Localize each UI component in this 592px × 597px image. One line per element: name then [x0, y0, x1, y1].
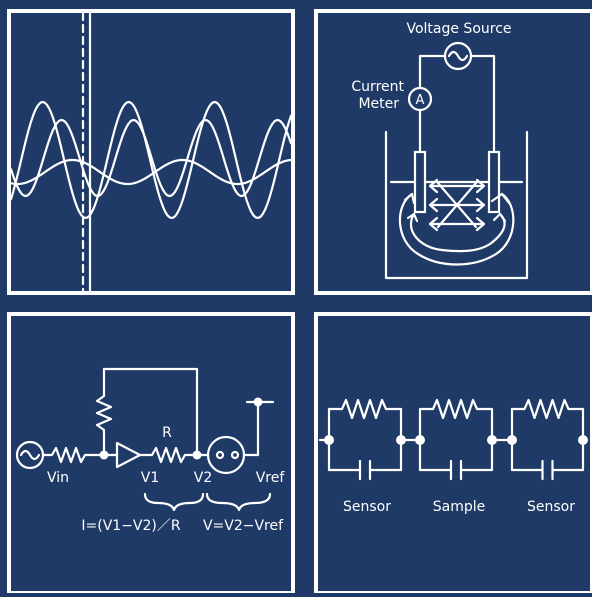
voltage-brace [205, 492, 272, 512]
reference-node [253, 397, 263, 407]
left-electrode [413, 150, 427, 214]
reference-lead [242, 400, 275, 457]
rc-cell-1 [327, 398, 403, 481]
sense-resistor [138, 446, 199, 464]
sensor-left-label: Sensor [343, 499, 391, 515]
right-top-wire [469, 54, 496, 154]
sensor-right-label: Sensor [527, 499, 575, 515]
ac-source-sine-icon [447, 50, 469, 62]
feedback-resistor-loop [95, 367, 199, 457]
sample-label: Sample [433, 499, 486, 515]
rc-cell-3 [510, 398, 585, 481]
waveform-trace-b [9, 118, 293, 198]
field-curve-arrows [398, 192, 515, 266]
v2-label: V2 [194, 470, 212, 486]
ion-flow-arrows [428, 178, 486, 232]
right-electrode [487, 150, 501, 214]
current-meter-label-line2: Meter [358, 96, 399, 112]
waveform-panel [7, 9, 295, 295]
vin-label: Vin [47, 470, 69, 486]
network-panel-frame [314, 312, 592, 595]
current-meter-label-line1: Current [351, 79, 404, 95]
ac-source-icon [443, 41, 473, 71]
beaker-outline [384, 130, 529, 280]
current-brace [143, 492, 205, 512]
electrochem-panel-frame [314, 9, 592, 295]
left-top-wire [418, 54, 447, 154]
device-terminal-left [215, 450, 225, 460]
v1-label: V1 [141, 470, 159, 486]
amplifier-panel: R Vin V1 V2 Vref I=(V1−V2)／R V=V2−Vref [7, 312, 295, 595]
rc-cell-3-node-2 [578, 435, 588, 445]
voltage-formula: V=V2−Vref [203, 518, 284, 534]
waveform-trace-a [9, 100, 293, 219]
rc-cell-2 [418, 398, 494, 481]
waveform-panel-frame [7, 9, 295, 295]
ammeter-icon [407, 86, 433, 112]
ammeter-symbol: A [416, 93, 425, 108]
current-formula: I=(V1−V2)／R [81, 518, 180, 534]
waveform-trace-c [9, 158, 293, 186]
network-panel: Sensor Sample Sensor [314, 312, 592, 595]
input-source-sine-icon [19, 449, 41, 461]
rc-network [318, 398, 588, 481]
voltage-source-label: Voltage Source [406, 21, 511, 37]
input-resistor [41, 446, 118, 464]
buffer-amplifier-icon [115, 441, 142, 469]
electrochem-panel: Voltage Source A Current Meter [314, 9, 592, 295]
vref-label: Vref [256, 470, 286, 486]
device-terminal-right [230, 450, 240, 460]
r-label: R [162, 425, 172, 441]
